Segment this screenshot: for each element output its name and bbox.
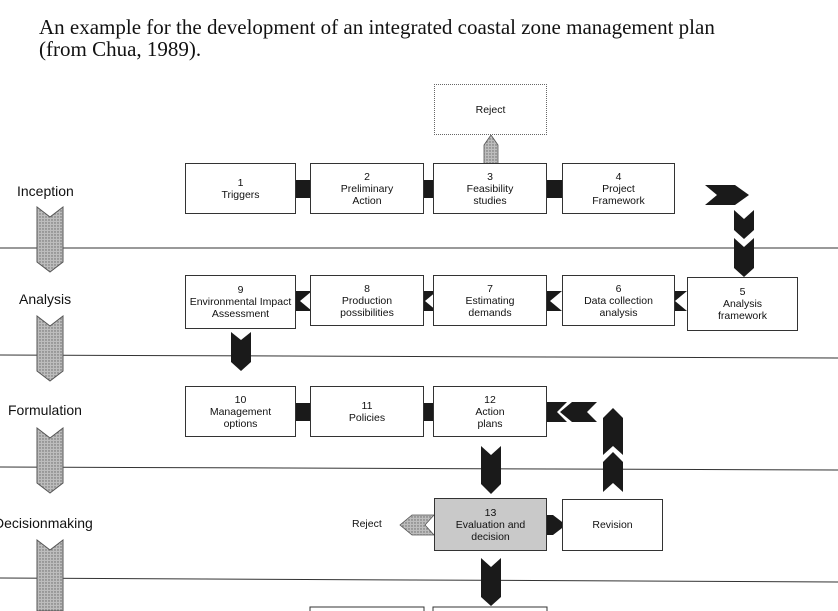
box-label: Management options: [209, 405, 272, 430]
box-policies: 11 Policies: [310, 386, 424, 437]
stage-label-formulation: Formulation: [8, 402, 82, 418]
box-label: Estimating demands: [465, 294, 515, 319]
box-number: 1: [237, 176, 244, 189]
box-management-options: 10 Management options: [185, 386, 296, 437]
box-estimating-demands: 7 Estimating demands: [433, 275, 547, 326]
stage-divider: [0, 354, 838, 359]
stage-label-analysis: Analysis: [19, 291, 72, 307]
box-number: 11: [361, 399, 373, 412]
caption-line-2: (from Chua, 1989).: [39, 37, 202, 61]
arrow-down: [734, 210, 754, 239]
box-feasibility-studies: 3 Feasibility studies: [433, 163, 547, 214]
caption-line-1: An example for the development of an int…: [39, 15, 715, 39]
box-data-collection-analysis: 6 Data collection analysis: [562, 275, 675, 326]
box-label: Data collection analysis: [584, 294, 653, 319]
box-number: 4: [615, 170, 622, 183]
box-revision: Revision: [562, 499, 663, 551]
box-label: Environmental Impact Assessment: [189, 296, 292, 320]
box-number: 7: [487, 282, 493, 295]
box-number: 10: [234, 393, 247, 406]
stage-label-inception: Inception: [17, 183, 74, 199]
box-triggers: 1 Triggers: [185, 163, 296, 214]
arrow-down: [734, 238, 754, 277]
box-number: 6: [615, 282, 622, 295]
partial-box: [432, 606, 548, 611]
box-preliminary-action: 2 Preliminary Action: [310, 163, 424, 214]
reject-label-left: Reject: [352, 518, 382, 530]
box-label: Feasibility studies: [466, 182, 514, 207]
box-number: 8: [364, 282, 370, 295]
arrow-up: [603, 408, 623, 455]
figure-caption: An example for the development of an int…: [39, 16, 834, 60]
box-number: 13: [484, 506, 497, 519]
box-label: Evaluation and decision: [455, 518, 526, 543]
stage-label-decisionmaking: Decisionmaking: [0, 515, 93, 531]
box-label: Revision: [592, 519, 633, 531]
arrow-up: [603, 452, 623, 492]
stage-chevron: [36, 538, 64, 611]
box-number: 12: [484, 393, 496, 406]
box-number: 2: [364, 170, 370, 183]
box-label: Policies: [348, 411, 386, 424]
reject-box: Reject: [434, 84, 547, 135]
box-environmental-impact-assessment: 9 Environmental Impact Assessment: [185, 275, 296, 329]
box-evaluation-and-decision: 13 Evaluation and decision: [434, 498, 547, 551]
arrow-down: [481, 558, 501, 606]
box-number: 9: [237, 284, 244, 296]
arrow-left: [560, 402, 597, 422]
box-label: Triggers: [221, 188, 260, 201]
box-project-framework: 4 Project Framework: [562, 163, 675, 214]
partial-box: [309, 606, 425, 611]
arrow-right: [705, 185, 749, 205]
box-production-possibilities: 8 Production possibilities: [310, 275, 424, 326]
stage-divider: [0, 577, 838, 583]
arrow-left-reject: [399, 514, 435, 536]
box-label: Preliminary Action: [340, 182, 394, 207]
stage-divider: [0, 466, 838, 471]
box-label: Production possibilities: [340, 294, 394, 319]
box-analysis-framework: 5 Analysis framework: [687, 277, 798, 331]
box-label: Project Framework: [592, 182, 645, 207]
stage-chevron: [36, 426, 64, 494]
stage-chevron: [36, 314, 64, 382]
arrow-down: [481, 446, 501, 494]
box-label: Analysis framework: [717, 298, 767, 322]
reject-label: Reject: [475, 103, 506, 116]
box-number: 3: [487, 170, 493, 183]
box-number: 5: [739, 286, 746, 298]
stage-chevron: [36, 205, 64, 273]
arrow-down: [231, 332, 251, 371]
box-action-plans: 12 Action plans: [433, 386, 547, 437]
box-label: Action plans: [475, 405, 505, 430]
